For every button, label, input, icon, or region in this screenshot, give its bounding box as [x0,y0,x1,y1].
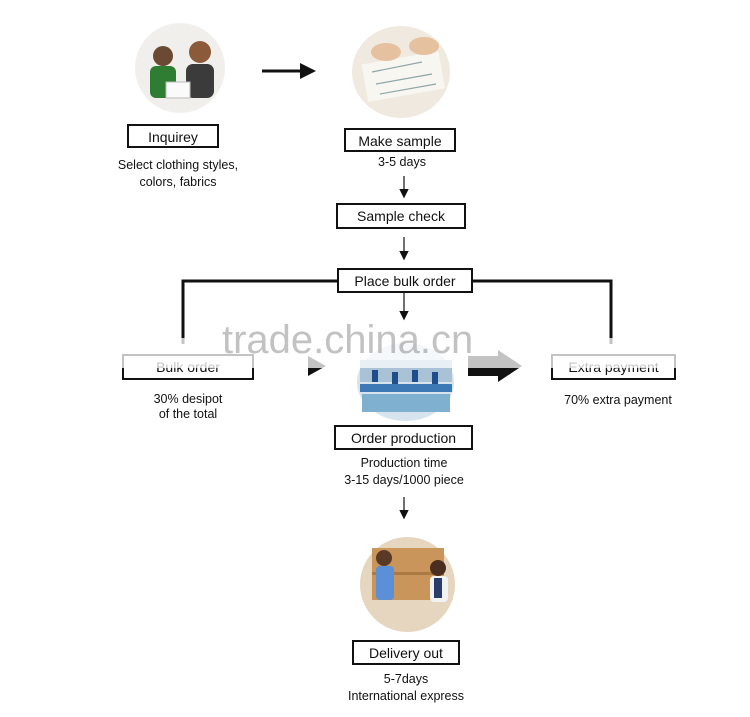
make-sample-caption: 3-5 days [378,155,426,169]
inquiry-caption-1: Select clothing styles, [117,158,239,172]
sample-check-box: Sample check [336,203,466,229]
branch-left [181,279,337,344]
make-sample-box: Make sample [344,128,456,152]
place-bulk-order-box: Place bulk order [337,268,473,293]
inquiry-caption-2: colors, fabrics [139,175,217,189]
bulk-order-caption-1: 30% desipot [153,392,223,406]
arrowhead-inquiry-to-sample [300,63,316,79]
inquiry-box: Inquirey [127,124,219,148]
delivery-out-box: Delivery out [352,640,460,665]
make-sample-photo [352,26,450,118]
order-production-caption-1: Production time [360,456,448,470]
extra-payment-caption: 70% extra payment [564,393,672,407]
order-production-caption-2: 3-15 days/1000 piece [344,473,464,487]
inquiry-photo [135,23,225,113]
delivery-caption-1: 5-7days [383,672,429,686]
branch-right [473,279,613,344]
watermark-band [110,338,686,368]
order-production-box: Order production [334,425,473,450]
delivery-photo [360,537,455,632]
watermark-text: trade.china.cn [222,318,474,362]
bulk-order-caption-2: of the total [158,407,218,421]
delivery-caption-2: International express [347,689,465,703]
